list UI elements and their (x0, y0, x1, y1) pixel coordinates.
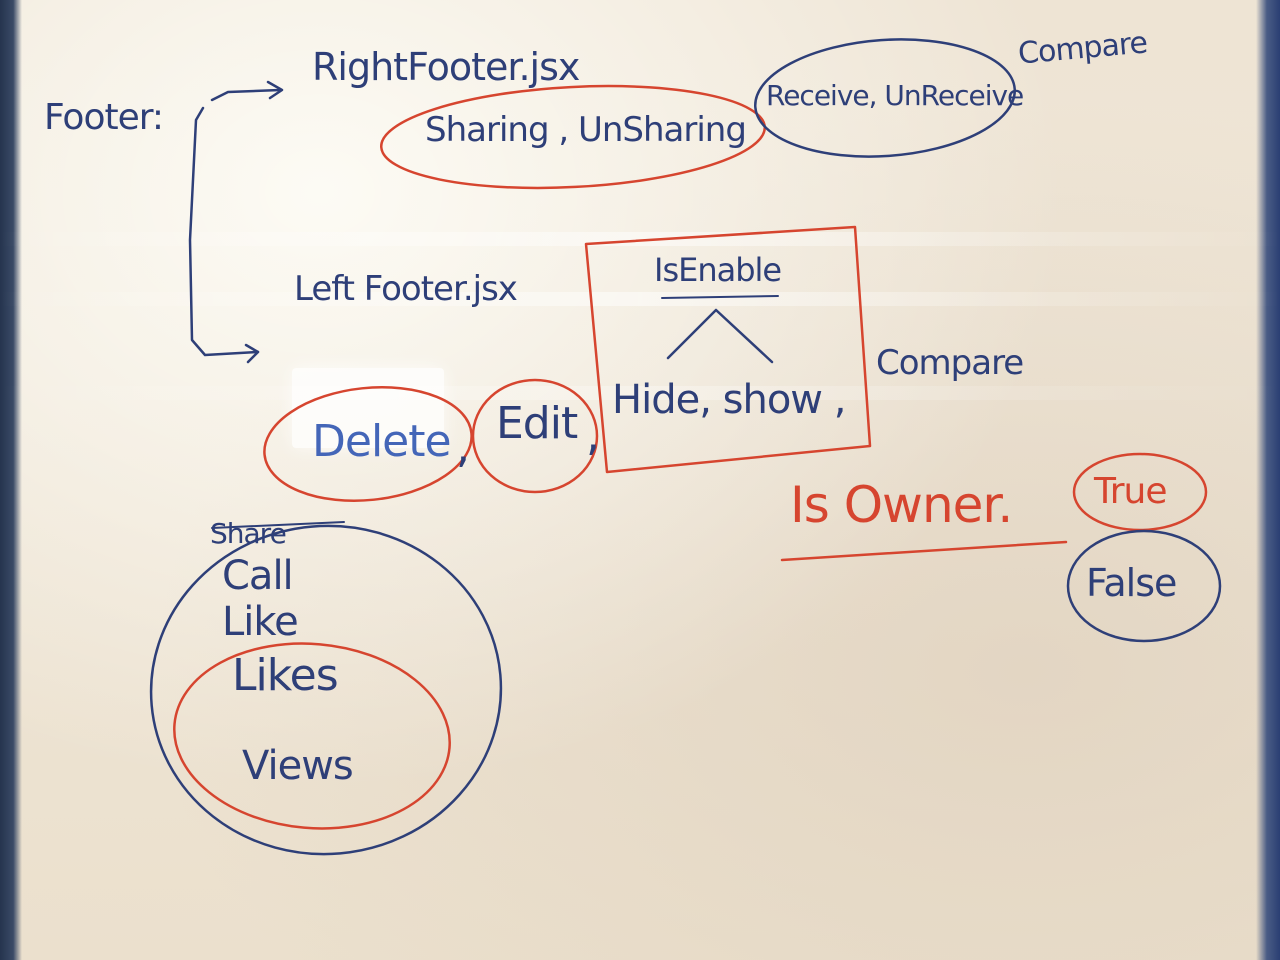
list-item-share: Share (210, 517, 287, 550)
false-label: False (1086, 561, 1177, 605)
is-enable-label: IsEnable (654, 251, 782, 289)
edit-label: Edit (496, 398, 578, 449)
receive-label: Receive, UnReceive (766, 79, 1024, 112)
list-item-views: Views (242, 743, 354, 789)
hide-show-label: Hide, show , (612, 377, 846, 423)
arrowhead-left-footer (244, 343, 260, 364)
right-footer-label: RightFooter.jsx (312, 45, 580, 89)
list-item-likes: Likes (232, 650, 339, 701)
light-glare-band (0, 292, 1280, 306)
edit-oval (471, 378, 599, 494)
is-enable-underline (661, 295, 779, 299)
is-owner-label: Is Owner. (790, 476, 1013, 534)
share-underline (211, 521, 345, 529)
share-list-oval (149, 524, 503, 856)
delete-oval (263, 386, 473, 502)
arrowhead-right-footer (266, 80, 284, 100)
caret-symbol (666, 308, 774, 364)
sharing-label: Sharing , UnSharing (425, 110, 747, 150)
branch-line (188, 106, 260, 357)
light-glare-band (0, 232, 1280, 246)
list-item-call: Call (222, 553, 294, 599)
true-label: True (1094, 471, 1167, 512)
footer-label: Footer: (44, 97, 164, 138)
left-footer-label: Left Footer.jsx (294, 269, 518, 309)
likes-views-oval (173, 642, 451, 830)
board-frame-right (1256, 0, 1280, 960)
receive-oval (754, 38, 1016, 158)
is-enable-box (584, 225, 872, 474)
compare-mid-label: Compare (876, 343, 1024, 383)
window-reflection (292, 368, 444, 448)
delete-comma: , (456, 422, 470, 473)
list-item-like: Like (222, 599, 299, 645)
delete-label: Delete (312, 416, 452, 467)
false-oval (1066, 529, 1222, 643)
edit-comma: , (586, 410, 600, 461)
is-owner-underline (780, 540, 1068, 562)
arrow-to-right-footer (210, 88, 282, 102)
